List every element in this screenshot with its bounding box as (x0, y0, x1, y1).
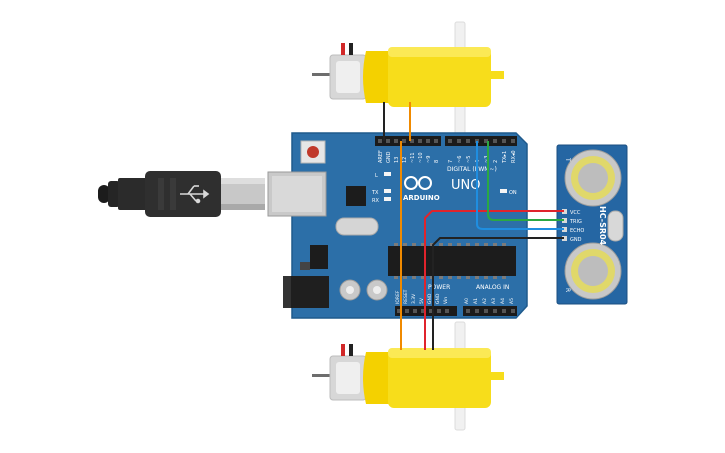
motor-top[interactable] (312, 21, 504, 141)
pin-label: A0 (464, 298, 470, 304)
power-header-label: POWER (428, 284, 450, 291)
digital-header-right[interactable] (445, 136, 517, 146)
pin-label: 13 (394, 157, 400, 163)
usb-cable[interactable] (98, 171, 265, 217)
pin-label: 2 (493, 160, 499, 163)
pin-label: A4 (500, 298, 506, 304)
motor-bottom[interactable] (312, 321, 504, 431)
pin-label: ~5 (466, 156, 472, 163)
arduino-model-text: UNO (451, 178, 480, 193)
pin-label: Vin (443, 297, 449, 304)
reset-button[interactable] (300, 140, 326, 164)
analog-header[interactable] (463, 306, 517, 316)
wire-trig-green[interactable] (487, 141, 564, 221)
pin-label: A3 (491, 298, 497, 304)
pin-label: 8 (434, 160, 440, 163)
led-on-label: ON (509, 190, 517, 196)
pin-label: GND (427, 293, 433, 304)
sensor-pin-label: VCC (570, 210, 581, 216)
sensor-r-label: R (564, 288, 571, 292)
pin-label: GND (386, 151, 392, 163)
pin-label: A1 (473, 298, 479, 304)
analog-header-label: ANALOG IN (476, 284, 509, 291)
pin-label: RESET (403, 289, 409, 304)
pin-label: RX◂0 (511, 150, 517, 163)
led-tx-label: TX (371, 190, 379, 196)
hc-sr04-sensor[interactable]: VCC TRIG ECHO GND HC-SR04 T R (556, 144, 628, 305)
digital-header-label: DIGITAL (PWM~) (447, 166, 497, 173)
pin-label: A5 (509, 298, 515, 304)
transducer-t (564, 149, 622, 207)
sensor-pin-label: GND (570, 237, 582, 243)
transducer-r (564, 242, 622, 300)
usb-symbol-icon (180, 185, 210, 204)
pin-label: ~9 (426, 156, 432, 163)
pin-label: 7 (448, 160, 454, 163)
wire-echo-blue[interactable] (476, 141, 564, 230)
wire-gnd-black[interactable] (432, 237, 564, 350)
led-rx (384, 197, 391, 201)
pin-label: AREF (378, 150, 384, 163)
led-tx (384, 189, 391, 193)
sensor-pin-label: TRIG (569, 219, 582, 225)
wire-vcc-red[interactable] (424, 210, 564, 350)
arduino-logo-icon (404, 176, 432, 190)
pin-label: ~6 (457, 156, 463, 163)
pin-label: 5V (419, 297, 425, 304)
led-on (500, 189, 507, 193)
sensor-name: HC-SR04 (598, 206, 607, 246)
sensor-t-label: T (564, 157, 571, 162)
pin-label: 3.3V (411, 293, 417, 304)
arduino-logo-text: ARDUINO (403, 194, 440, 202)
pin-label: 12 (402, 157, 408, 163)
pin-label: TX▸1 (502, 151, 508, 164)
led-rx-label: RX (372, 198, 379, 204)
pin-label: GND (435, 293, 441, 304)
pin-label: A2 (482, 298, 488, 304)
pin-label: ~10 (418, 152, 424, 163)
sensor-pin-label: ECHO (570, 228, 584, 234)
led-l-label: L (375, 173, 378, 179)
led-l (384, 172, 391, 176)
pin-label: ~11 (410, 152, 416, 163)
pin-label: IOREF (395, 290, 401, 304)
digital-header-left[interactable] (375, 136, 441, 146)
